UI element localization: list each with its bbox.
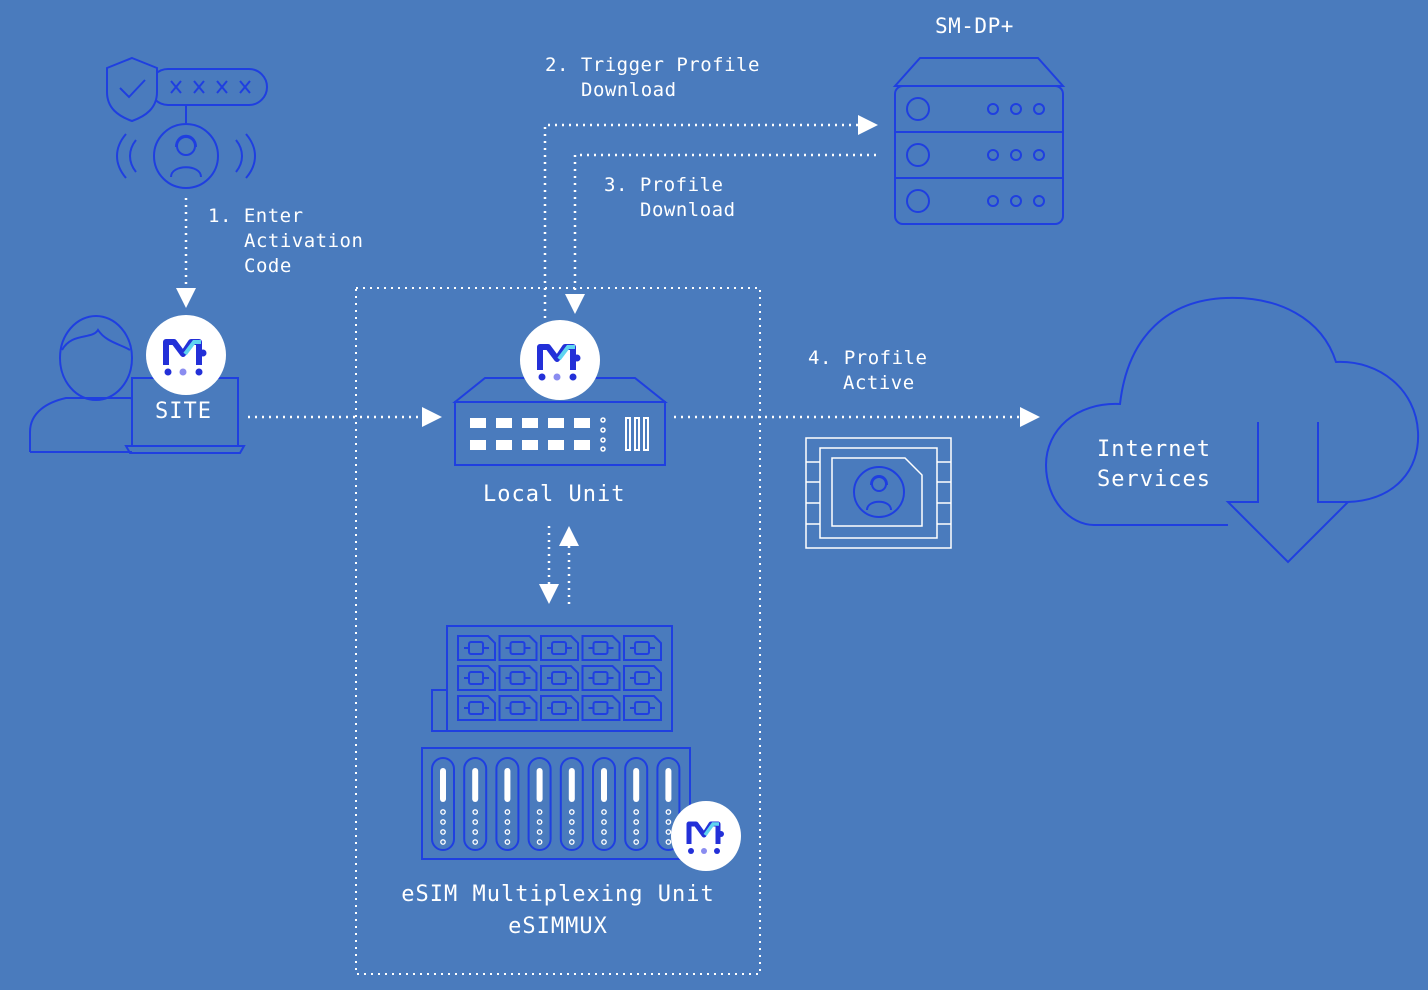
cloud-download-icon: [1044, 296, 1420, 564]
sim-chip-icon: [581, 695, 621, 721]
user-wireless-icon: [116, 123, 256, 189]
sim-bank-icon: [431, 625, 673, 732]
internet-label-line2: Services: [1097, 467, 1211, 492]
step2-arrow: [543, 115, 878, 318]
sim-chip-icon: [581, 635, 621, 661]
sim-chip-icon: [498, 695, 538, 721]
esim-unit-label-line2: eSIMMUX: [508, 914, 608, 939]
connectors: [176, 115, 1040, 604]
sim-chip-icon: [581, 665, 621, 691]
sim-chip-icon: [540, 635, 579, 661]
step4-label-line1: 4. Profile: [808, 347, 928, 369]
sim-chip-icon: [623, 695, 662, 721]
rack-slot: [431, 757, 455, 851]
step1-label-line3: Code: [244, 255, 292, 277]
sim-chip-icon: [540, 665, 579, 691]
m-logo-icon: [671, 801, 741, 871]
rack-slot: [624, 757, 649, 851]
sim-card-icon: [805, 437, 952, 549]
local-unit-label: Local Unit: [483, 482, 626, 507]
sim-chip-icon: [457, 695, 496, 721]
rack-slot: [495, 757, 520, 851]
step3-label-line2: Download: [640, 199, 736, 221]
sim-chip-icon: [623, 635, 662, 661]
step1-label-line2: Activation: [244, 230, 364, 252]
m-logo-icon: [146, 315, 226, 395]
esim-unit-label-line1: eSIM Multiplexing Unit: [401, 882, 715, 907]
rack-slot: [463, 757, 488, 851]
masked-code-icon: [170, 80, 251, 94]
multiplexing-rack-icon: [421, 747, 691, 860]
sim-chip-icon: [540, 695, 579, 721]
step1-label-line1: 1. Enter: [208, 205, 304, 227]
sm-dp-server-icon: [892, 57, 1066, 225]
rack-slot: [527, 757, 552, 851]
rack-slot: [656, 757, 681, 851]
rack-slot: [592, 757, 616, 851]
rack-slot: [559, 757, 584, 851]
step2-label-line2: Download: [581, 79, 677, 101]
step3-arrow: [565, 153, 876, 314]
step4-label-line2: Active: [843, 372, 915, 394]
sim-chip-icon: [498, 635, 538, 661]
step2-label-line1: 2. Trigger Profile: [545, 54, 760, 76]
sm-dp-label: SM-DP+: [935, 14, 1014, 38]
site-label: SITE: [155, 399, 212, 424]
sim-chip-icon: [498, 665, 538, 691]
sim-chip-icon: [623, 665, 662, 691]
sim-chip-icon: [457, 635, 496, 661]
sim-chip-icon: [457, 665, 496, 691]
internet-label-line1: Internet: [1097, 437, 1211, 462]
m-logo-icon: [520, 320, 600, 400]
password-shield-icon: [106, 56, 268, 123]
step3-label-line1: 3. Profile: [604, 174, 724, 196]
